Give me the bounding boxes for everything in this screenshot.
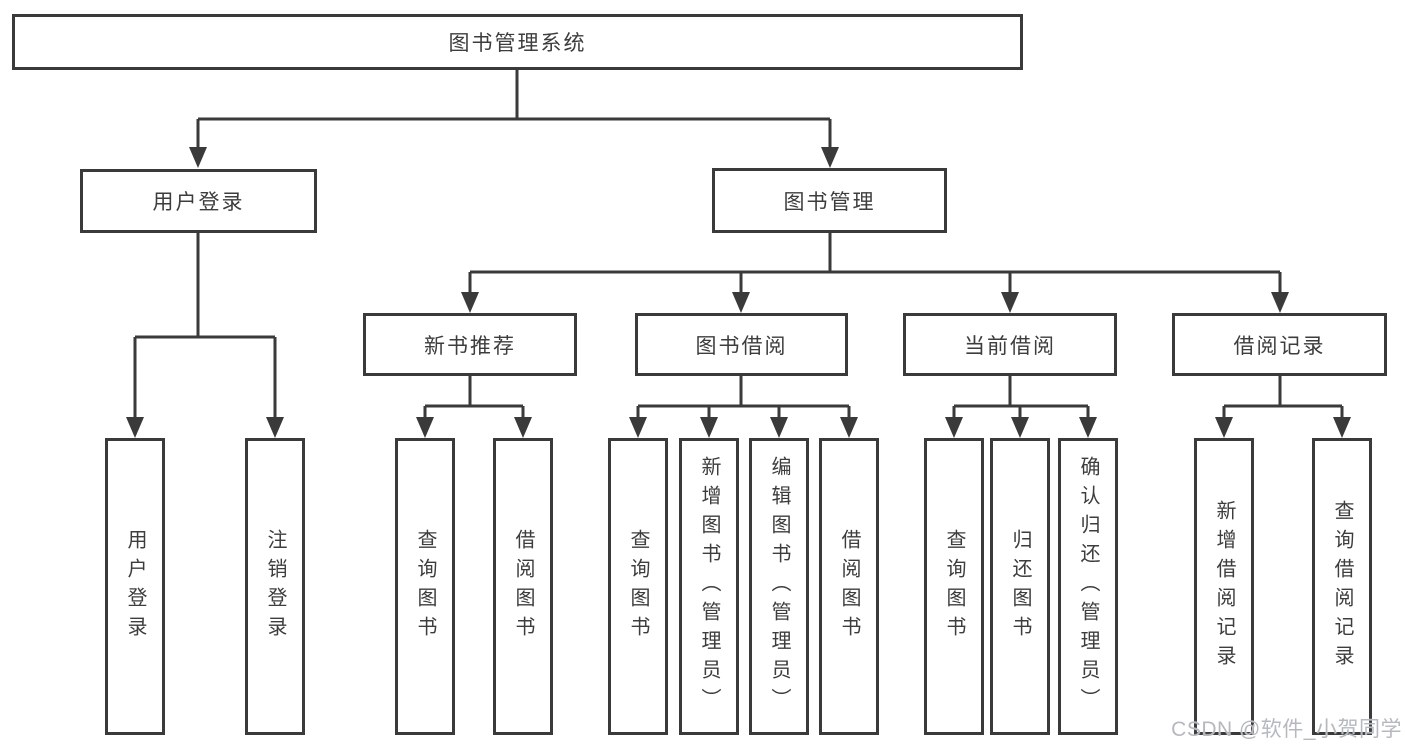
node-book-borrowing: 图书借阅 (635, 313, 848, 376)
leaf-query-books-borrowing: 查询图书 (608, 438, 668, 735)
leaf-query-books-current: 查询图书 (924, 438, 984, 735)
connector-current-borrowing-to-children (952, 376, 1090, 420)
arrow-down-icon (1001, 292, 1019, 313)
node-current-borrowing: 当前借阅 (903, 313, 1117, 376)
connector-book-borrowing-to-children (636, 376, 851, 420)
arrow-down-icon (1079, 417, 1097, 438)
leaf-query-books-recommend: 查询图书 (395, 438, 455, 735)
arrow-down-icon (770, 417, 788, 438)
leaf-add-borrow-record: 新增借阅记录 (1194, 438, 1254, 735)
node-user-login: 用户登录 (80, 169, 317, 233)
connector-root-to-level2 (196, 70, 832, 150)
arrow-down-icon (1215, 417, 1233, 438)
arrow-down-icon (700, 417, 718, 438)
connector-new-book-recommend-to-children (423, 376, 525, 420)
csdn-watermark: CSDN @软件_小贺同学 (1171, 718, 1402, 741)
leaf-return-books: 归还图书 (990, 438, 1050, 735)
arrow-down-icon (629, 417, 647, 438)
arrow-down-icon (266, 417, 284, 438)
arrow-down-icon (732, 292, 750, 313)
leaf-logout: 注销登录 (245, 438, 305, 735)
arrow-down-icon (416, 417, 434, 438)
arrow-down-icon (821, 147, 839, 168)
node-book-management: 图书管理 (712, 168, 947, 233)
arrow-down-icon (1011, 417, 1029, 438)
leaf-query-borrow-record: 查询借阅记录 (1312, 438, 1372, 735)
arrow-down-icon (126, 417, 144, 438)
arrow-down-icon (1333, 417, 1351, 438)
node-new-book-recommend: 新书推荐 (363, 313, 577, 376)
leaf-add-books-admin: 新增图书（管理员） (679, 438, 739, 735)
connector-borrowing-records-to-children (1222, 376, 1344, 420)
leaf-user-login: 用户登录 (105, 438, 165, 735)
arrow-down-icon (189, 147, 207, 168)
arrow-down-icon (1271, 292, 1289, 313)
leaf-confirm-return-admin: 确认归还（管理员） (1058, 438, 1118, 735)
arrow-down-icon (461, 292, 479, 313)
leaf-borrow-books: 借阅图书 (819, 438, 879, 735)
arrow-down-icon (840, 417, 858, 438)
node-root-library-management-system: 图书管理系统 (12, 14, 1023, 70)
arrow-down-icon (514, 417, 532, 438)
leaf-edit-books-admin: 编辑图书（管理员） (749, 438, 809, 735)
connector-book-management-to-level3 (468, 233, 1282, 295)
arrow-down-icon (945, 417, 963, 438)
connector-user-login-to-children (133, 233, 277, 420)
leaf-borrow-books-recommend: 借阅图书 (493, 438, 553, 735)
node-borrowing-records: 借阅记录 (1172, 313, 1387, 376)
